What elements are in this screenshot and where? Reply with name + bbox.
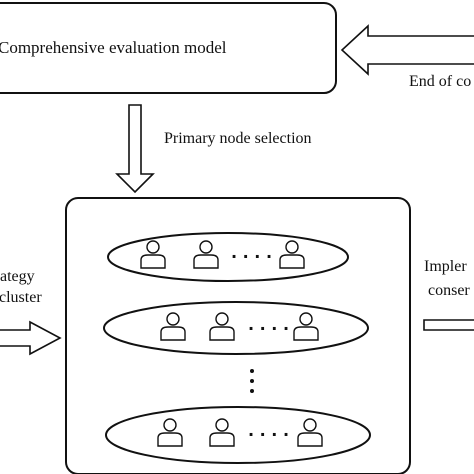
person-icon (209, 418, 235, 447)
end-condition-arrow (340, 24, 474, 76)
cluster-1-ellipsis: · · · · (231, 247, 272, 266)
cluster-strategy-arrow (0, 320, 62, 356)
consensus-label-line1: Impler (424, 258, 467, 275)
node-icons (140, 240, 323, 447)
evaluation-model-box (0, 2, 337, 94)
person-icon (140, 240, 166, 269)
person-icon (279, 240, 305, 269)
person-icon (160, 312, 186, 341)
cluster-3-ellipsis: · · · · (248, 425, 289, 444)
vertical-ellipsis (250, 369, 254, 393)
person-icon (209, 312, 235, 341)
cluster-2-ellipsis: · · · · (248, 319, 289, 338)
primary-selection-label: Primary node selection (164, 130, 312, 147)
person-icon (297, 418, 323, 447)
evaluation-model-label: Comprehensive evaluation model (0, 38, 227, 57)
consensus-arrow (423, 319, 474, 331)
primary-selection-arrow (115, 104, 155, 194)
cluster-strategy-label-line2: cluster (0, 289, 42, 306)
person-icon (157, 418, 183, 447)
person-icon (293, 312, 319, 341)
end-condition-label: End of co (409, 73, 472, 90)
cluster-ellipse-2 (103, 301, 369, 355)
cluster-ellipse-3 (105, 406, 371, 464)
cluster-strategy-label-line1: ategy (0, 268, 35, 285)
person-icon (193, 240, 219, 269)
consensus-label-line2: conser (428, 282, 470, 299)
